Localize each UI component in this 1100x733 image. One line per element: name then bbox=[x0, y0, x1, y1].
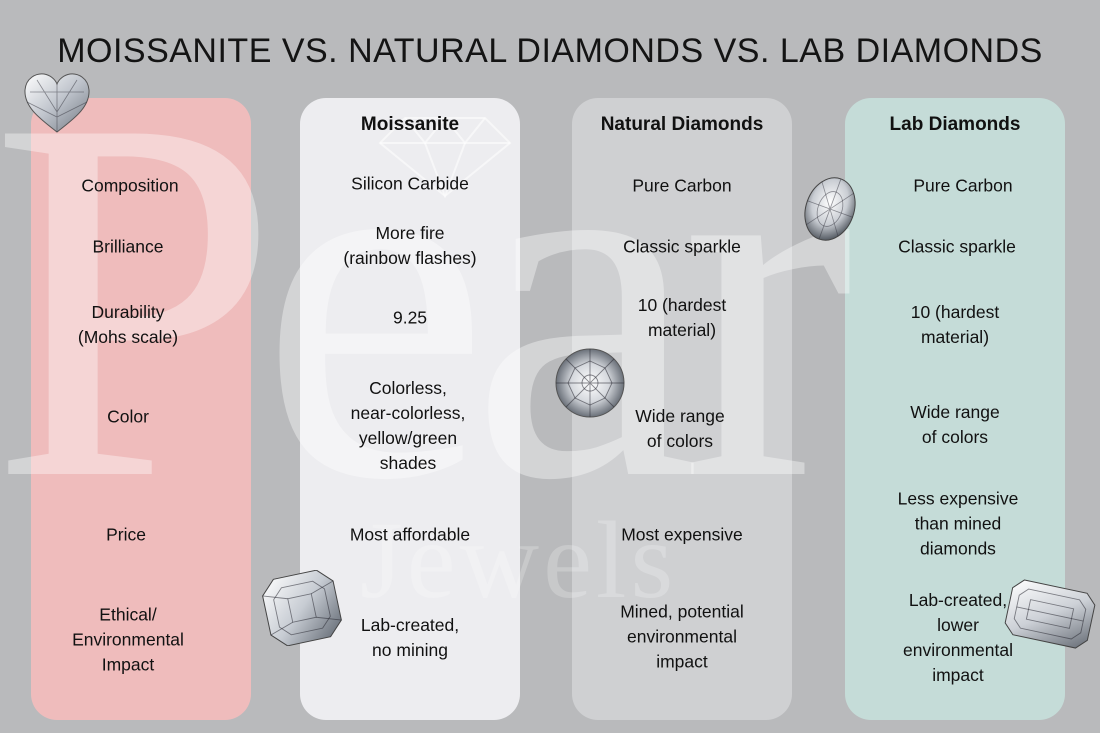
natural-price: Most expensive bbox=[621, 524, 743, 545]
asscher-diamond-image bbox=[262, 570, 342, 646]
row-label-price: Price bbox=[106, 524, 146, 545]
row-label-color: Color bbox=[107, 406, 149, 427]
moissanite-brilliance: More fire (rainbow flashes) bbox=[343, 223, 477, 268]
row-label-ethical-impact: Ethical/ Environmental Impact bbox=[72, 604, 184, 675]
lab-color: Wide range of colors bbox=[910, 402, 1000, 447]
page-title: MOISSANITE VS. NATURAL DIAMONDS VS. LAB … bbox=[57, 32, 1043, 70]
emerald-diamond-image bbox=[1004, 579, 1096, 649]
round-diamond-image bbox=[555, 348, 625, 418]
lab-durability: 10 (hardest material) bbox=[910, 302, 1000, 347]
row-label-durability: Durability (Mohs scale) bbox=[77, 302, 179, 347]
lab-price: Less expensive than mined diamonds bbox=[897, 488, 1019, 559]
labels-column bbox=[31, 98, 251, 720]
heart-diamond-image bbox=[24, 73, 90, 133]
lab-composition: Pure Carbon bbox=[913, 175, 1013, 196]
header-lab-diamonds: Lab Diamonds bbox=[889, 114, 1021, 135]
natural-ethical-impact: Mined, potential environmental impact bbox=[620, 601, 744, 672]
natural-composition: Pure Carbon bbox=[632, 175, 732, 196]
natural-color: Wide range of colors bbox=[635, 406, 725, 451]
moissanite-ethical-impact: Lab-created, no mining bbox=[360, 615, 460, 660]
natural-durability: 10 (hardest material) bbox=[637, 295, 727, 340]
moissanite-color: Colorless, near-colorless, yellow/green … bbox=[350, 378, 466, 473]
oval-diamond-image bbox=[804, 177, 856, 241]
row-label-composition: Composition bbox=[81, 175, 179, 196]
moissanite-durability: 9.25 bbox=[392, 307, 428, 328]
moissanite-price: Most affordable bbox=[349, 524, 471, 545]
lab-brilliance: Classic sparkle bbox=[898, 236, 1016, 257]
lab-ethical-impact: Lab-created, lower environmental impact bbox=[903, 590, 1013, 685]
row-label-brilliance: Brilliance bbox=[92, 236, 164, 257]
header-natural-diamonds: Natural Diamonds bbox=[600, 114, 764, 135]
natural-brilliance: Classic sparkle bbox=[623, 236, 741, 257]
header-moissanite: Moissanite bbox=[360, 114, 460, 135]
moissanite-composition: Silicon Carbide bbox=[351, 173, 469, 194]
